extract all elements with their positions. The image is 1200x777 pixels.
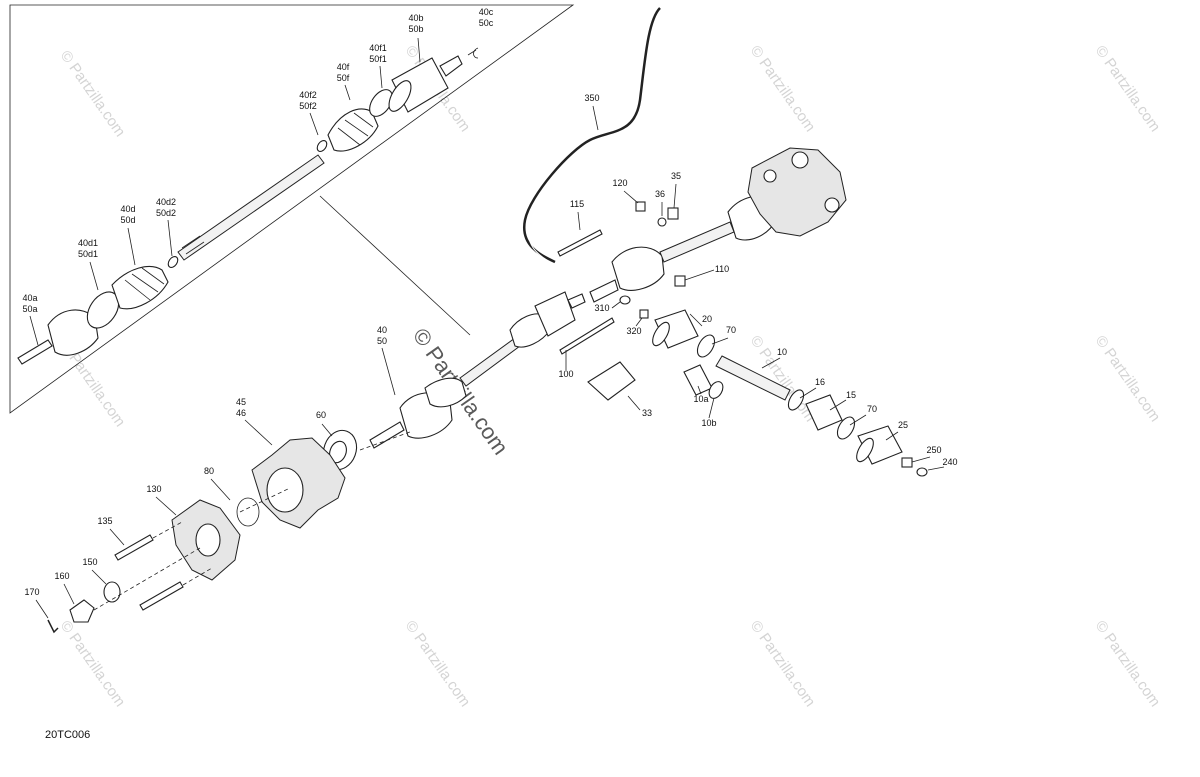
part-label-115: 115: [570, 199, 584, 209]
part-label-35: 35: [671, 171, 681, 181]
boot-clamp-small: [167, 256, 179, 268]
o-ring-70a: [696, 334, 716, 358]
watermark: © Partzilla.com: [747, 618, 819, 711]
coupler-15: [805, 394, 843, 431]
watermark: © Partzilla.com: [57, 48, 129, 141]
cone-washer: [103, 581, 121, 603]
drive-shaft-boot: [424, 377, 467, 408]
watermark: © Partzilla.com: [1092, 618, 1164, 711]
half-shaft: [177, 154, 325, 261]
washer: [657, 217, 667, 227]
part-label-10b: 10b: [701, 418, 716, 428]
part-label-10a: 10a: [693, 394, 708, 404]
boot-clamp-small-2: [316, 140, 328, 152]
inset-leader-line: [319, 195, 471, 336]
outer-cv-joint: [17, 339, 53, 365]
ring-10b: [708, 381, 724, 399]
long-bolt: [557, 229, 603, 257]
label-leaders: [29, 37, 945, 619]
part-label-36: 36: [655, 189, 665, 199]
nut: [635, 201, 646, 212]
drive-shaft-inner-joint: [534, 291, 576, 337]
outer-cv-joint-body: [47, 309, 99, 356]
watermark: © Partzilla.com: [57, 618, 129, 711]
part-label-320: 320: [626, 326, 641, 336]
washer-310: [619, 295, 631, 305]
drive-shaft-bar: [459, 337, 521, 387]
drive-shaft-outer-end: [369, 421, 405, 449]
part-label-60: 60: [316, 410, 326, 420]
part-label-110: 110: [715, 264, 729, 274]
wheel-stud: [114, 534, 154, 561]
bolt-100: [559, 317, 615, 355]
circlip: [473, 47, 479, 59]
part-label-100: 100: [558, 369, 573, 379]
watermark: © Partzilla.com: [1092, 43, 1164, 136]
part-label-160: 160: [54, 571, 69, 581]
part-label-350: 350: [584, 93, 599, 103]
part-label-310: 310: [594, 303, 609, 313]
retaining-ring: [236, 497, 260, 527]
part-label-20: 20: [702, 314, 712, 324]
part-label-240: 240: [942, 457, 957, 467]
part-label-15: 15: [846, 390, 856, 400]
part-label-25: 25: [898, 420, 908, 430]
nut-320: [639, 309, 649, 319]
o-ring-70b: [836, 416, 856, 440]
ring-16: [787, 389, 805, 411]
main-drive-assembly: [47, 7, 928, 634]
plug: [667, 207, 679, 220]
castle-nut: [69, 599, 95, 623]
part-label-70: 70: [726, 325, 736, 335]
wheel-stud: [139, 581, 184, 611]
intermediate-shaft: [715, 355, 791, 401]
part-label-130: 130: [146, 484, 161, 494]
bolt-250: [901, 457, 913, 468]
part-label-170: 170: [24, 587, 39, 597]
part-label-33: 33: [642, 408, 652, 418]
nut-110: [674, 275, 686, 287]
part-label-120: 120: [612, 178, 627, 188]
boot-clamp-large-2: [369, 89, 393, 117]
heat-shield-cover: [587, 361, 636, 401]
part-label-150: 150: [82, 557, 97, 567]
part-label-80: 80: [204, 466, 214, 476]
part-label-16: 16: [815, 377, 825, 387]
cotter-pin: [47, 619, 59, 634]
prop-shaft-bar: [659, 221, 735, 263]
part-label-10: 10: [777, 347, 787, 357]
breather-hose: [522, 7, 661, 264]
prop-shaft-joint: [611, 246, 665, 291]
cv-boot: [111, 266, 169, 310]
watermark: © Partzilla.com: [402, 618, 474, 711]
part-label-135: 135: [97, 516, 112, 526]
prop-shaft-end: [589, 279, 619, 303]
watermark: © Partzilla.com: [747, 43, 819, 136]
inset-drive-shaft-assembly: [17, 47, 479, 365]
part-label-70: 70: [867, 404, 877, 414]
watermark: © Partzilla.com: [1092, 333, 1164, 426]
inset-frame: [9, 4, 575, 414]
cv-boot-inner: [327, 108, 379, 152]
figure-code: 20TC006: [45, 729, 91, 741]
part-label-250: 250: [926, 445, 941, 455]
washer-240: [916, 467, 928, 477]
coupler-10a: [683, 364, 713, 396]
